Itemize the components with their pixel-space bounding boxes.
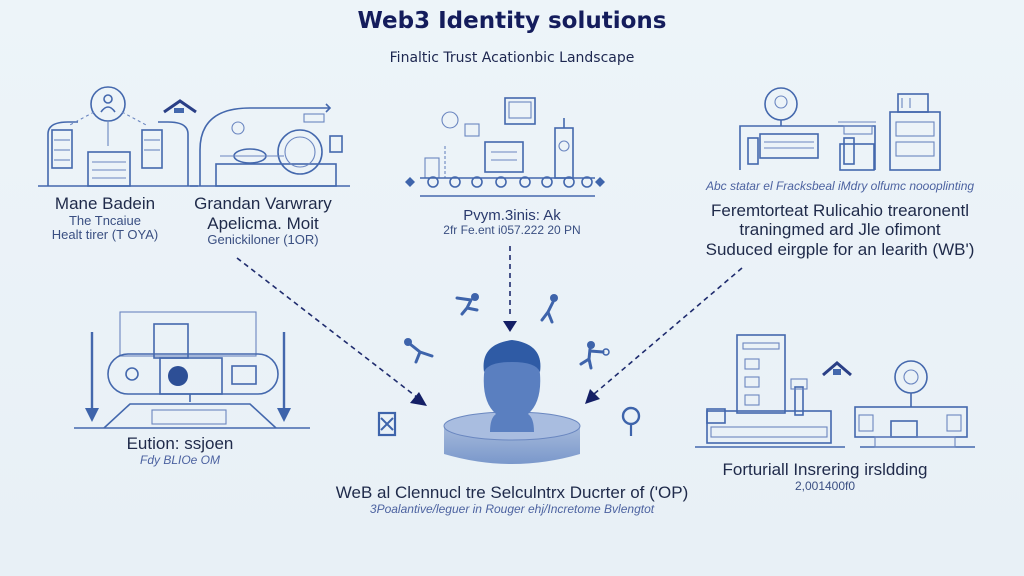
panel-heading: Pvym.3inis: Ak	[463, 207, 561, 224]
panel-heading: Forturiall Insrering irsldding	[722, 460, 928, 479]
identity-pedestal-illustration	[443, 340, 581, 464]
records-illustration	[695, 334, 975, 448]
globe-icon	[277, 129, 323, 175]
person-walking-icon	[540, 294, 558, 324]
panel-text: Suduced eirgple for an learith (WB')	[705, 239, 975, 259]
panel-text: traningmed ard Jle ofimont	[739, 220, 941, 240]
identity-server-illustration	[739, 87, 941, 171]
diamond-icon	[595, 177, 605, 187]
identity-vault-illustration	[38, 86, 198, 187]
center-heading: WeB al Clennucl tre Selculntrx Ducrter o…	[335, 483, 689, 502]
panel-text: The Tncaiue	[68, 212, 142, 228]
panel-text: Apelicma. Moit	[207, 213, 319, 233]
scanner-illustration	[190, 103, 350, 187]
panel-text: Healt tirer (T OYA)	[51, 227, 159, 243]
page-title: Web3 Identity solutions	[357, 8, 667, 34]
arrowhead-icon	[585, 389, 600, 404]
arrowhead-icon	[410, 392, 427, 406]
roller-row	[427, 176, 593, 188]
panel-text: Fdy BLIOe OM	[139, 452, 221, 467]
panel-heading: Feremtorteat Rulicahio trearonentl	[711, 200, 969, 220]
panel-text: Genickiloner (1OR)	[207, 232, 319, 248]
arrow-down-icon	[277, 408, 291, 422]
conveyor-belt	[405, 176, 605, 197]
diamond-icon	[405, 177, 415, 187]
page-subtitle: Finaltic Trust Acationbic Landscape	[389, 50, 635, 66]
panel-heading: Mane Badein	[54, 194, 156, 213]
globe-icon	[168, 366, 188, 386]
user-badge-icon	[90, 86, 126, 122]
person-dancing-icon	[579, 341, 610, 370]
center-subtext: 3Poalantive/leguer in Rouger ehj/Increto…	[369, 501, 655, 516]
person-running-icon	[455, 293, 479, 316]
clock-icon	[894, 360, 928, 394]
conveyor-illustration	[420, 97, 595, 179]
panel-heading: Eution: ssjoen	[126, 434, 234, 453]
user-identity-icon	[483, 340, 541, 432]
panel-tagline: Abc statar el Fracksbeal iMdry olfumc no…	[705, 179, 975, 193]
workstation-illustration	[74, 311, 310, 429]
panel-heading: Grandan Varwrary	[194, 194, 332, 213]
arrow-down-icon	[85, 408, 99, 422]
house-icon	[163, 99, 197, 114]
person-falling-icon	[404, 338, 434, 364]
house-icon	[822, 361, 852, 377]
panel-text: 2,001400f0	[794, 478, 856, 493]
document-scroll-icon	[377, 411, 397, 437]
gear-icon	[764, 87, 798, 121]
location-pin-icon	[621, 406, 641, 436]
panel-text: 2fr Fe.ent i057.222 20 PN	[443, 223, 581, 238]
